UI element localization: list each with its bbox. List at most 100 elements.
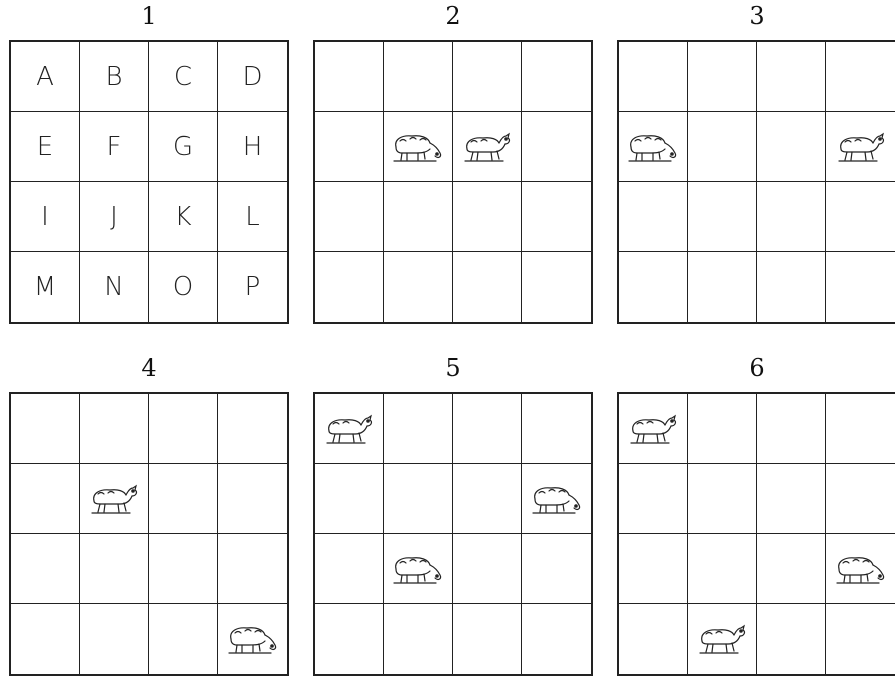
grid-cell <box>826 252 895 322</box>
grid-cell <box>315 394 384 464</box>
grid-cell: M <box>11 252 80 322</box>
grid-cell: I <box>11 182 80 252</box>
grid-cell <box>80 604 149 674</box>
grid-cell <box>384 604 453 674</box>
sheep-icon <box>833 127 889 167</box>
grid-cell <box>522 252 591 322</box>
grid-cell <box>11 534 80 604</box>
grid-cell <box>522 42 591 112</box>
sheep-icon <box>625 409 681 449</box>
cell-letter: L <box>245 202 260 232</box>
grid-cell <box>453 604 522 674</box>
grid-cell <box>688 112 757 182</box>
panel-2: 2 <box>313 40 593 324</box>
grid-cell: K <box>149 182 218 252</box>
grid-cell <box>826 534 895 604</box>
sheep-icon <box>225 619 281 659</box>
panel-4: 4 <box>9 392 289 676</box>
grid-cell: F <box>80 112 149 182</box>
grid-cell <box>315 464 384 534</box>
cell-letter: D <box>242 62 262 92</box>
cell-letter: I <box>41 202 49 232</box>
grid-cell <box>384 534 453 604</box>
grid-cell <box>522 604 591 674</box>
grid-cell: P <box>218 252 287 322</box>
grid <box>617 392 895 676</box>
grid-cell <box>619 42 688 112</box>
cell-letter: K <box>174 202 191 232</box>
panel-6: 6 <box>617 392 895 676</box>
grid-cell <box>453 252 522 322</box>
grid-cell <box>619 182 688 252</box>
cell-letter: P <box>245 272 261 302</box>
grid-cell <box>453 534 522 604</box>
grid-cell <box>688 464 757 534</box>
grid-cell <box>315 112 384 182</box>
sheep-icon <box>625 127 681 167</box>
grid <box>617 40 895 324</box>
grid-cell <box>218 464 287 534</box>
sheep-icon <box>390 549 446 589</box>
grid-cell <box>757 42 826 112</box>
grid-cell <box>826 464 895 534</box>
cell-letter: A <box>36 62 54 92</box>
cell-letter: F <box>107 132 122 162</box>
grid-cell <box>80 534 149 604</box>
grid-cell <box>757 182 826 252</box>
grid-cell <box>619 252 688 322</box>
grid-cell <box>218 534 287 604</box>
grid-cell <box>826 112 895 182</box>
grid-cell <box>149 464 218 534</box>
grid-cell <box>315 534 384 604</box>
grid-cell <box>826 182 895 252</box>
grid-cell <box>11 604 80 674</box>
grid-cell <box>619 112 688 182</box>
grid-cell <box>453 112 522 182</box>
sheep-icon <box>833 549 889 589</box>
grid-cell <box>384 112 453 182</box>
grid-cell: C <box>149 42 218 112</box>
panel-5: 5 <box>313 392 593 676</box>
grid <box>313 392 593 676</box>
panel-title: 4 <box>9 354 289 382</box>
grid-cell <box>453 182 522 252</box>
grid-cell <box>688 534 757 604</box>
grid-cell <box>619 534 688 604</box>
grid-cell <box>384 182 453 252</box>
grid-cell <box>384 394 453 464</box>
grid-cell <box>522 464 591 534</box>
grid-cell: D <box>218 42 287 112</box>
grid-cell <box>757 252 826 322</box>
grid-cell: J <box>80 182 149 252</box>
panel-title: 2 <box>313 2 593 30</box>
grid-cell <box>80 394 149 464</box>
grid-cell <box>11 394 80 464</box>
cell-letter: N <box>104 272 123 302</box>
grid-cell <box>522 394 591 464</box>
grid-cell: B <box>80 42 149 112</box>
grid-cell <box>619 604 688 674</box>
sheep-icon <box>694 619 750 659</box>
grid-cell <box>688 252 757 322</box>
cell-letter: H <box>243 132 263 162</box>
grid-cell <box>522 112 591 182</box>
grid-cell <box>757 394 826 464</box>
panel-3: 3 <box>617 40 895 324</box>
grid-cell <box>757 464 826 534</box>
cell-letter: E <box>37 132 53 162</box>
grid-cell: O <box>149 252 218 322</box>
grid-cell <box>315 182 384 252</box>
grid <box>9 392 289 676</box>
grid-cell <box>826 604 895 674</box>
cell-letter: M <box>34 272 56 302</box>
panel-title: 1 <box>9 2 289 30</box>
cell-letter: J <box>110 202 118 232</box>
grid-cell <box>688 182 757 252</box>
panel-title: 6 <box>617 354 895 382</box>
grid-cell <box>522 534 591 604</box>
grid-cell <box>80 464 149 534</box>
grid-cell <box>384 42 453 112</box>
grid-cell <box>149 534 218 604</box>
